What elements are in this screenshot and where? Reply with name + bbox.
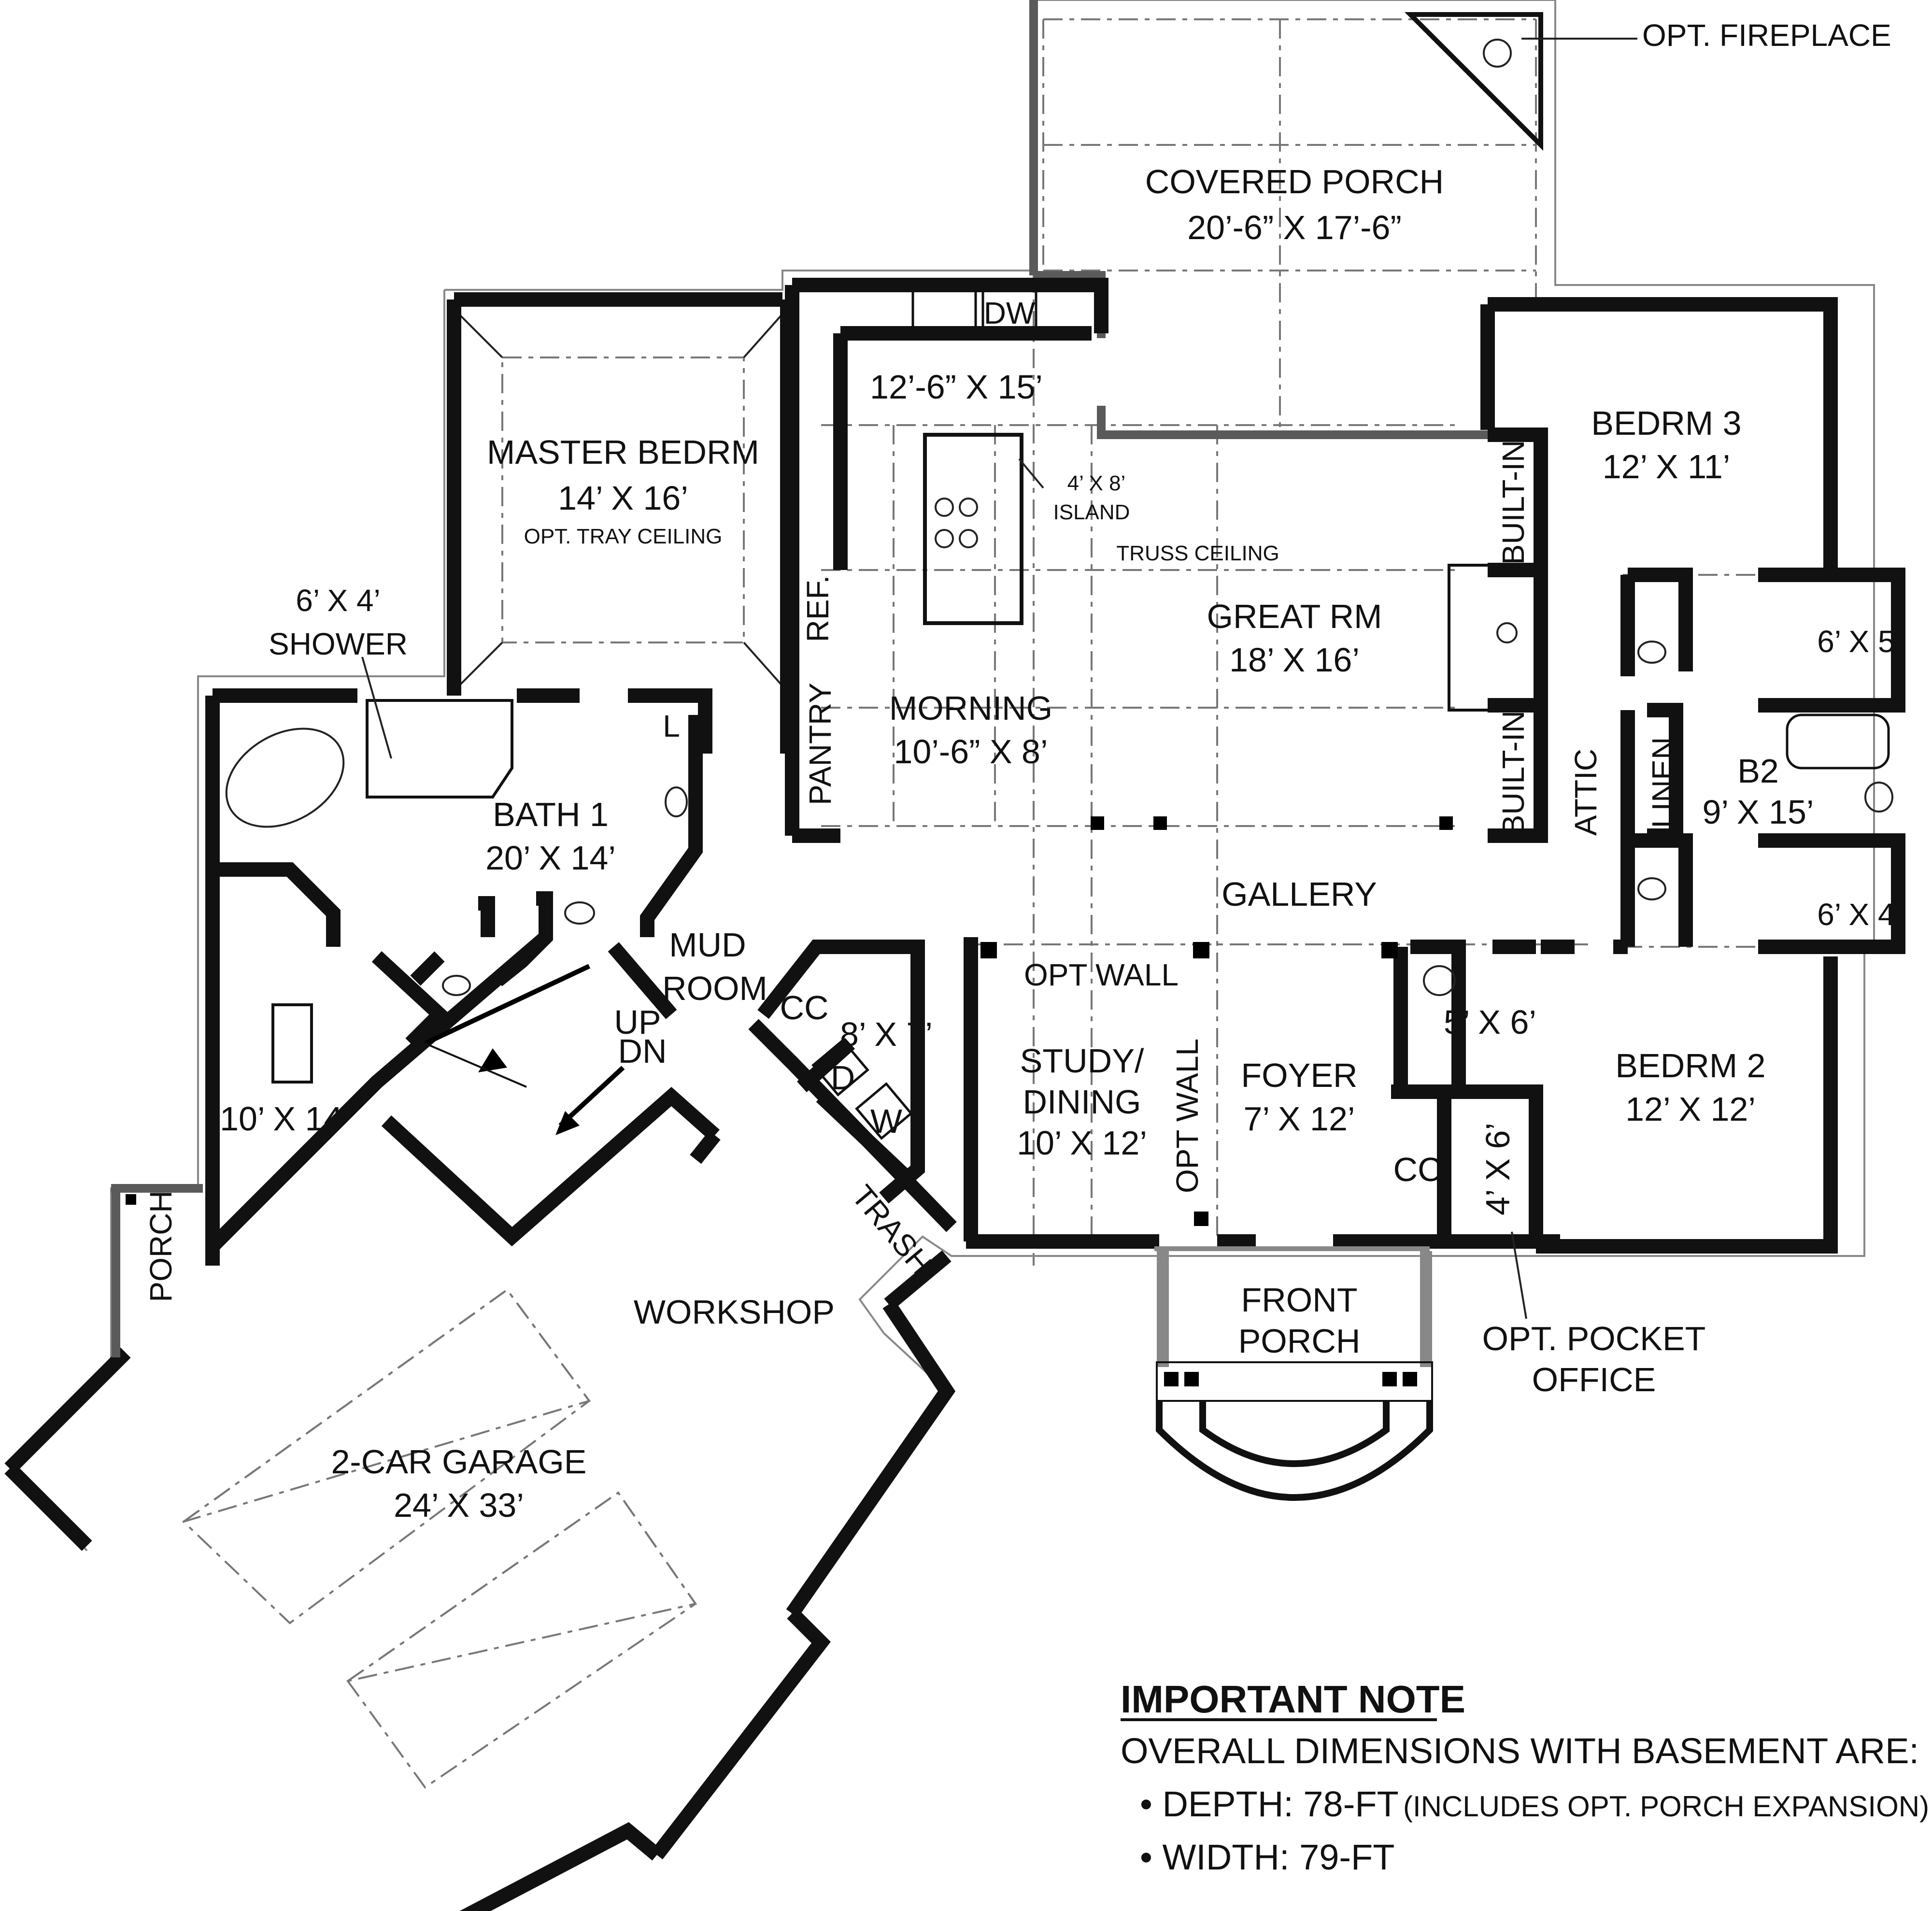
- bedroom-2-label: BEDRM 2: [1615, 1047, 1765, 1084]
- important-note: IMPORTANT NOTE OVERALL DIMENSIONS WITH B…: [1121, 1678, 1929, 1877]
- gallery-label: GALLERY: [1222, 875, 1377, 913]
- walls: [4, 0, 1905, 1911]
- ceiling-grid: [182, 10, 1835, 1789]
- bedroom-3-label: BEDRM 3: [1591, 404, 1741, 442]
- bath-1-size: 20’ X 14’: [485, 839, 616, 877]
- shower-label: SHOWER: [269, 627, 408, 661]
- front-porch-label-1: FRONT: [1241, 1281, 1357, 1319]
- note-depth-extra: (INCLUDES OPT. PORCH EXPANSION): [1403, 1790, 1929, 1823]
- opt-wall-vertical-label: OPT WALL: [1170, 1039, 1205, 1193]
- bedroom-3-size: 12’ X 11’: [1603, 448, 1731, 485]
- note-width: • WIDTH: 79-FT: [1140, 1837, 1394, 1877]
- great-room-size: 18’ X 16’: [1229, 641, 1360, 679]
- master-bedroom-label: MASTER BEDRM: [487, 433, 759, 471]
- great-room-label: GREAT RM: [1207, 598, 1382, 635]
- closet-6x5-label: 6’ X 5’: [1817, 624, 1902, 659]
- morning-size: 10’-6” X 8’: [894, 733, 1048, 770]
- stairs-down-label: DN: [618, 1032, 667, 1070]
- morning-label: MORNING: [889, 689, 1052, 727]
- linen-closet-l-label: L: [663, 709, 680, 743]
- front-porch-structure: [1154, 1246, 1433, 1501]
- island-label: ISLAND: [1053, 500, 1130, 524]
- side-porch-label: PORCH: [143, 1190, 178, 1302]
- leader-lines: [361, 38, 1637, 1319]
- mud-room-label-2: ROOM: [662, 970, 767, 1007]
- front-porch-label-2: PORCH: [1238, 1322, 1361, 1360]
- note-heading: IMPORTANT NOTE: [1121, 1678, 1465, 1721]
- washer-label: W: [870, 1102, 902, 1140]
- bedroom-2-size: 12’ X 12’: [1625, 1090, 1756, 1128]
- island-size: 4’ X 8’: [1067, 471, 1126, 495]
- foyer-closet-label: CC: [1393, 1151, 1442, 1188]
- master-bedroom-size: 14’ X 16’: [558, 479, 688, 517]
- linen-label: LINEN: [1646, 737, 1680, 828]
- note-line-1: OVERALL DIMENSIONS WITH BASEMENT ARE:: [1121, 1731, 1919, 1771]
- study-label-2: DINING: [1023, 1083, 1141, 1121]
- stairs-up-label: UP: [614, 1003, 661, 1041]
- foyer-label: FOYER: [1241, 1056, 1357, 1094]
- truss-ceiling-label: TRUSS CEILING: [1116, 542, 1279, 565]
- built-in-top-label: BUILT-IN: [1496, 440, 1531, 565]
- dishwasher-label: DW: [984, 296, 1036, 330]
- garage-label: 2-CAR GARAGE: [331, 1443, 587, 1481]
- kitchen-size: 12’-6” X 15’: [870, 368, 1043, 406]
- dryer-label: D: [831, 1059, 855, 1097]
- tray-ceiling-note: OPT. TRAY CEILING: [524, 525, 723, 548]
- foyer-size: 7’ X 12’: [1244, 1100, 1355, 1138]
- fireplace-label: OPT. FIREPLACE: [1642, 18, 1891, 53]
- opt-wall-label: OPT WALL: [1024, 957, 1179, 992]
- attic-label: ATTIC: [1568, 749, 1603, 836]
- mud-room-label-1: MUD: [669, 926, 746, 964]
- pocket-office-size: 4’ X 6’: [1479, 1123, 1517, 1215]
- study-size: 10’ X 12’: [1017, 1124, 1147, 1162]
- garage-size: 24’ X 33’: [394, 1486, 524, 1524]
- workshop-label: WORKSHOP: [634, 1293, 835, 1331]
- built-in-bottom-label: BUILT-IN: [1496, 711, 1531, 835]
- pocket-office-label-2: OFFICE: [1532, 1361, 1656, 1398]
- note-depth: • DEPTH: 78-FT: [1140, 1784, 1399, 1824]
- closet-6x4-label: 6’ X 4’: [1817, 897, 1902, 932]
- study-label-1: STUDY/: [1020, 1042, 1144, 1080]
- master-closet-size: 10’ X 14’: [220, 1100, 350, 1138]
- pantry-label: PANTRY: [803, 683, 838, 805]
- half-bath-size: 5’ X 6’: [1444, 1003, 1536, 1041]
- pocket-office-label-1: OPT. POCKET: [1482, 1320, 1706, 1357]
- bath-2-size: 9’ X 15’: [1703, 793, 1814, 831]
- mud-closet-label: CC: [780, 989, 828, 1027]
- laundry-size: 8’ X 7’: [840, 1015, 933, 1053]
- posts: [126, 816, 1453, 1386]
- shower-size: 6’ X 4’: [296, 583, 381, 618]
- refrigerator-label: REF.: [800, 575, 835, 642]
- covered-porch-label: COVERED PORCH: [1145, 163, 1444, 200]
- fixtures: [225, 12, 1893, 1140]
- bath-1-label: BATH 1: [493, 796, 609, 833]
- bath-2-label: B2: [1737, 752, 1779, 790]
- room-labels: COVERED PORCH 20’-6” X 17’-6” OPT. FIREP…: [143, 18, 1902, 1524]
- covered-porch-size: 20’-6” X 17’-6”: [1187, 209, 1402, 246]
